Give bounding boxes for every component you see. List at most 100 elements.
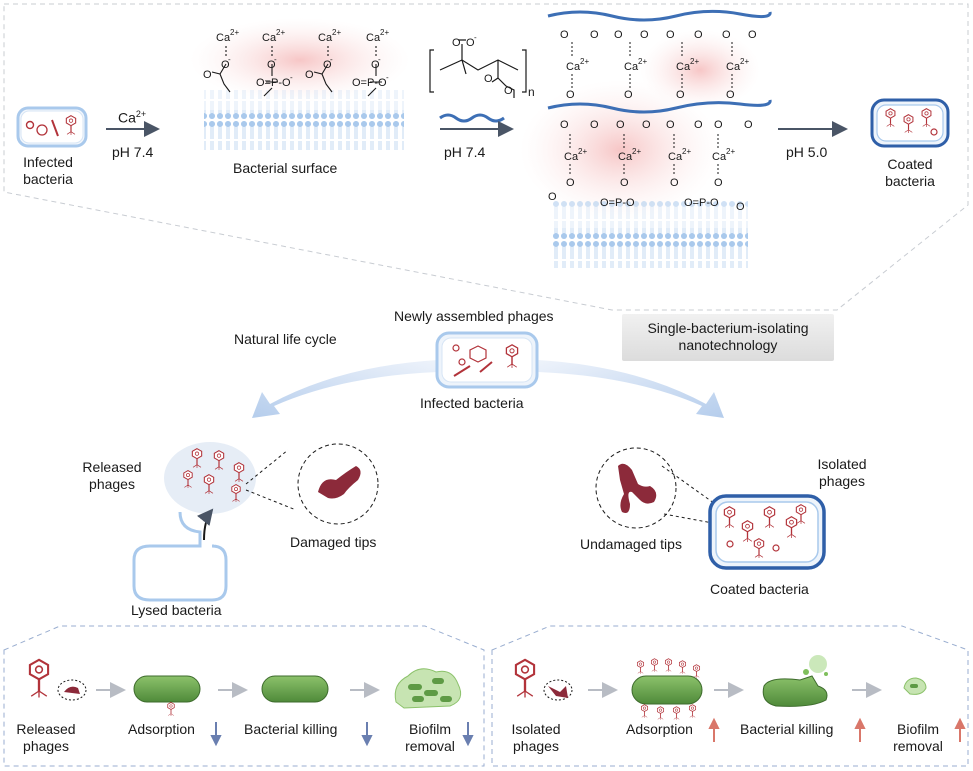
br-bacterial-killing-label: Bacterial killing (740, 721, 834, 737)
svg-text:O: O (694, 119, 703, 131)
svg-text:O: O (616, 119, 625, 131)
bl-bacterial-killing-label: Bacterial killing (244, 721, 338, 737)
infected-bacteria-center (435, 331, 539, 389)
svg-text:Ca: Ca (216, 32, 231, 44)
svg-text:O: O (620, 177, 629, 189)
svg-text:2+: 2+ (230, 28, 239, 37)
undamaged-tips-label: Undamaged tips (580, 536, 682, 552)
svg-text:-: - (274, 55, 277, 64)
svg-text:Ca: Ca (676, 61, 691, 73)
svg-text:2+: 2+ (380, 28, 389, 37)
svg-text:O: O (726, 89, 735, 101)
svg-text:O: O (614, 29, 623, 41)
svg-text:O: O (670, 177, 679, 189)
svg-text:O: O (642, 119, 651, 131)
ph74-label-b: pH 7.4 (444, 144, 486, 160)
svg-text:2+: 2+ (332, 28, 341, 37)
svg-text:O: O (221, 59, 230, 71)
svg-text:O: O (371, 59, 380, 71)
svg-text:Ca: Ca (712, 151, 727, 163)
svg-text:O: O (560, 29, 569, 41)
newly-assembled-label: Newly assembled phages (394, 308, 554, 324)
ca-label: Ca2+ (118, 109, 147, 126)
svg-text:O: O (566, 89, 575, 101)
coated-bacteria-large-label: Coated bacteria (710, 581, 809, 597)
bl-biofilm (394, 668, 462, 709)
svg-text:2+: 2+ (276, 28, 285, 37)
svg-text:Ca: Ca (726, 61, 741, 73)
svg-text:O: O (566, 177, 575, 189)
svg-text:O=P-O: O=P-O (256, 77, 291, 89)
infected-bacteria-small (16, 106, 88, 148)
svg-text:O: O (722, 29, 731, 41)
svg-text:-: - (386, 73, 389, 82)
svg-text:O: O (714, 177, 723, 189)
svg-text:Ca: Ca (668, 151, 683, 163)
svg-text:2+: 2+ (578, 147, 587, 156)
svg-text:Ca: Ca (262, 32, 277, 44)
bacterial-surface-label: Bacterial surface (233, 160, 338, 176)
big-arrow-right (538, 360, 724, 418)
svg-text:O: O (466, 37, 475, 49)
svg-text:-: - (330, 55, 333, 64)
big-arrow-left (252, 360, 438, 418)
svg-text:O: O (305, 69, 314, 81)
svg-text:2+: 2+ (740, 57, 749, 66)
coated-bacteria-small (870, 98, 950, 148)
bl-down-arrows (210, 722, 474, 747)
svg-text:Ca: Ca (624, 61, 639, 73)
svg-text:O=P-O: O=P-O (600, 197, 635, 209)
br-phage-icon (514, 658, 573, 701)
technology-box (622, 314, 834, 361)
svg-text:2+: 2+ (690, 57, 699, 66)
undamaged-tips-zoom (595, 447, 677, 529)
bl-phage-icon (28, 658, 87, 701)
br-biofilm-small (903, 677, 927, 695)
svg-text:O: O (714, 119, 723, 131)
svg-text:2+: 2+ (632, 147, 641, 156)
polymer-structure (429, 39, 527, 98)
polymer-wave (439, 113, 505, 123)
br-adsorption-label: Adsorption (626, 721, 693, 737)
bl-adsorption-label: Adsorption (128, 721, 195, 737)
svg-text:O: O (744, 119, 753, 131)
svg-text:Ca: Ca (564, 151, 579, 163)
svg-text:Ca: Ca (618, 151, 633, 163)
svg-text:O: O (748, 29, 757, 41)
svg-text:2+: 2+ (580, 57, 589, 66)
lysed-bacteria-label: Lysed bacteria (131, 602, 222, 618)
lysed-bacteria-group (132, 442, 256, 602)
svg-text:Ca: Ca (366, 32, 381, 44)
coated-bacteria-large (708, 494, 826, 570)
svg-text:O: O (267, 59, 276, 71)
svg-text:O: O (560, 119, 569, 131)
damaged-tips-label: Damaged tips (290, 534, 377, 550)
svg-text:2+: 2+ (638, 57, 647, 66)
bottom-left-frame (3, 625, 485, 767)
svg-text:-: - (378, 55, 381, 64)
svg-text:-: - (474, 33, 477, 42)
svg-text:O: O (736, 201, 745, 213)
svg-text:O: O (590, 119, 599, 131)
svg-text:O: O (548, 191, 557, 203)
top-dashed-frame (3, 3, 969, 311)
svg-text:-: - (290, 73, 293, 82)
svg-text:O: O (640, 29, 649, 41)
svg-text:O: O (484, 73, 493, 85)
svg-text:2+: 2+ (682, 147, 691, 156)
svg-text:n: n (528, 85, 535, 99)
ph74-label-a: pH 7.4 (112, 144, 154, 160)
ph50-label: pH 5.0 (786, 144, 828, 160)
svg-text:O=P-O: O=P-O (684, 197, 719, 209)
bl-bacterium-2 (261, 675, 329, 703)
